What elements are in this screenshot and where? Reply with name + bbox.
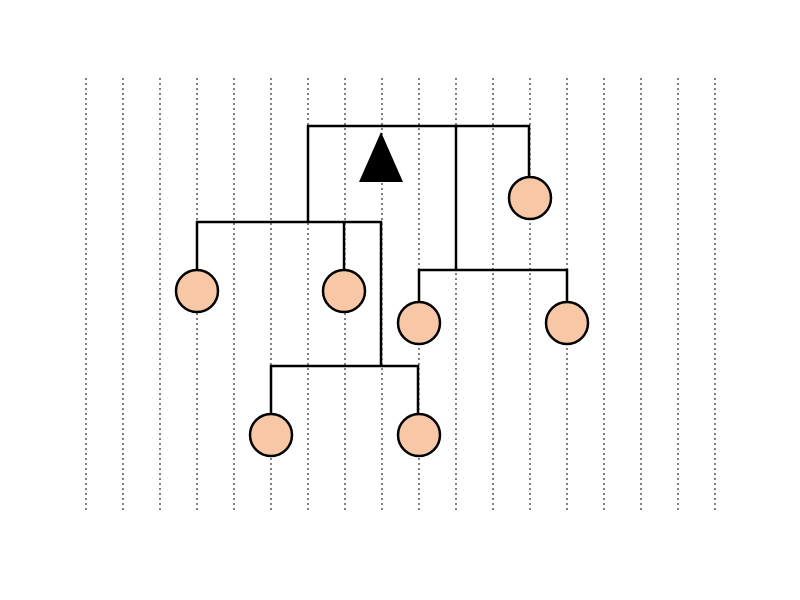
leaf-right-2: [544, 300, 590, 346]
lower-group-bar: [269, 364, 420, 414]
leaf-lower-1: [248, 412, 294, 458]
right-group-bar: [417, 268, 569, 302]
root-triangle-icon: [359, 132, 403, 182]
root-bar: [306, 124, 531, 222]
leaf-right-1: [396, 300, 442, 346]
leaf-lower-2: [396, 412, 442, 458]
left-group-bar: [195, 220, 383, 366]
tree-edges: [195, 124, 569, 414]
leaf-left-2: [321, 268, 367, 314]
leaf-top-right: [507, 175, 553, 221]
leaf-left-1: [174, 268, 220, 314]
tree-nodes: [174, 132, 590, 458]
